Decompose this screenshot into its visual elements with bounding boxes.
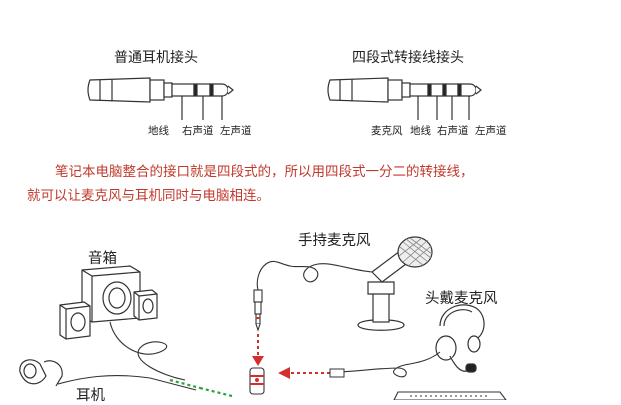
standard-label-right: 右声道 — [182, 125, 214, 137]
earphone-plug — [149, 377, 233, 398]
earphone-drawing — [19, 359, 63, 387]
four-segment-plug-drawing — [327, 77, 482, 120]
headset-mic-label: 头戴麦克风 — [425, 291, 498, 307]
description-line-2: 就可以让麦克风与耳机同时与电脑相连。 — [27, 188, 270, 204]
headset-mic-drawing — [435, 304, 485, 373]
description-line-1: 笔记本电脑整合的接口就是四段式的，所以用四段式一分二的转接线， — [55, 164, 474, 180]
four-segment-label-mic: 麦克风 — [371, 125, 403, 137]
headset-mic-plug — [329, 368, 345, 378]
speaker-label: 音箱 — [88, 251, 117, 267]
speaker-drawing — [59, 265, 158, 340]
laptop-edge — [393, 391, 507, 400]
handheld-mic-label: 手持麦克风 — [298, 233, 371, 249]
standard-plug-drawing — [87, 77, 234, 120]
four-segment-label-left: 左声道 — [475, 125, 507, 137]
handheld-mic-drawing — [357, 236, 433, 331]
speaker-cable — [109, 321, 186, 381]
four-segment-label-right: 右声道 — [437, 125, 469, 137]
four-segment-label-ground: 地线 — [410, 125, 431, 137]
standard-label-ground: 地线 — [148, 125, 169, 137]
four-segment-plug-title: 四段式转接线接头 — [352, 50, 464, 66]
headset-mic-cable — [339, 351, 441, 378]
left-arrow — [278, 367, 330, 379]
handheld-mic-cable — [256, 260, 373, 291]
earphone-label: 耳机 — [76, 388, 105, 404]
earphone-cable — [57, 374, 151, 385]
standard-label-left: 左声道 — [220, 125, 252, 137]
down-arrow — [252, 334, 264, 366]
handheld-mic-plug — [253, 289, 263, 332]
standard-plug-title: 普通耳机接头 — [114, 50, 198, 66]
splitter-jack — [249, 367, 265, 395]
